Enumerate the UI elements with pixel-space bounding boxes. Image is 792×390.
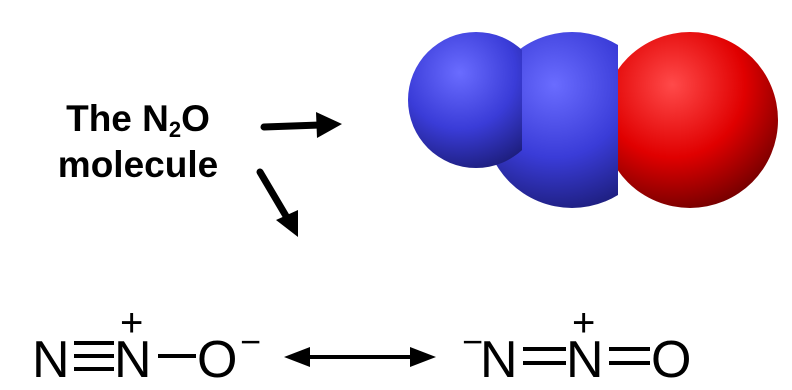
resonance-structure-right: − N N + O [462,301,691,389]
charge-negative-right: − [462,321,483,362]
atom-o-left: O [197,331,237,389]
charge-positive-right: + [572,301,595,345]
atom-n-central-right: N [566,331,604,389]
nitrogen-atom-sphere-terminal [408,32,522,168]
resonance-structure-left: N N + O − [32,301,261,389]
atom-o-right: O [651,331,691,389]
caption-subscript: 2 [168,117,182,142]
atom-n-terminal-right: N [480,331,518,389]
double-bond-right-1 [523,347,566,365]
arrow-down-right-icon [256,168,298,237]
charge-positive-left: + [120,301,143,345]
caption-line-1: The N2O [38,96,238,142]
charge-negative-left: − [240,321,261,362]
caption-prefix: The N [66,98,169,139]
oxygen-atom-sphere [602,32,778,208]
arrow-right-icon [260,112,342,138]
triple-bond-left [74,341,114,371]
atom-n-terminal-left: N [32,331,70,389]
atom-n-central-left: N [114,331,152,389]
caption-suffix: O [181,98,210,139]
caption-line-2: molecule [57,144,219,185]
molecule-caption: The N2O molecule [38,96,238,188]
space-filling-model [408,32,778,208]
double-bond-right-2 [609,347,650,365]
double-headed-arrow-icon [284,347,436,367]
